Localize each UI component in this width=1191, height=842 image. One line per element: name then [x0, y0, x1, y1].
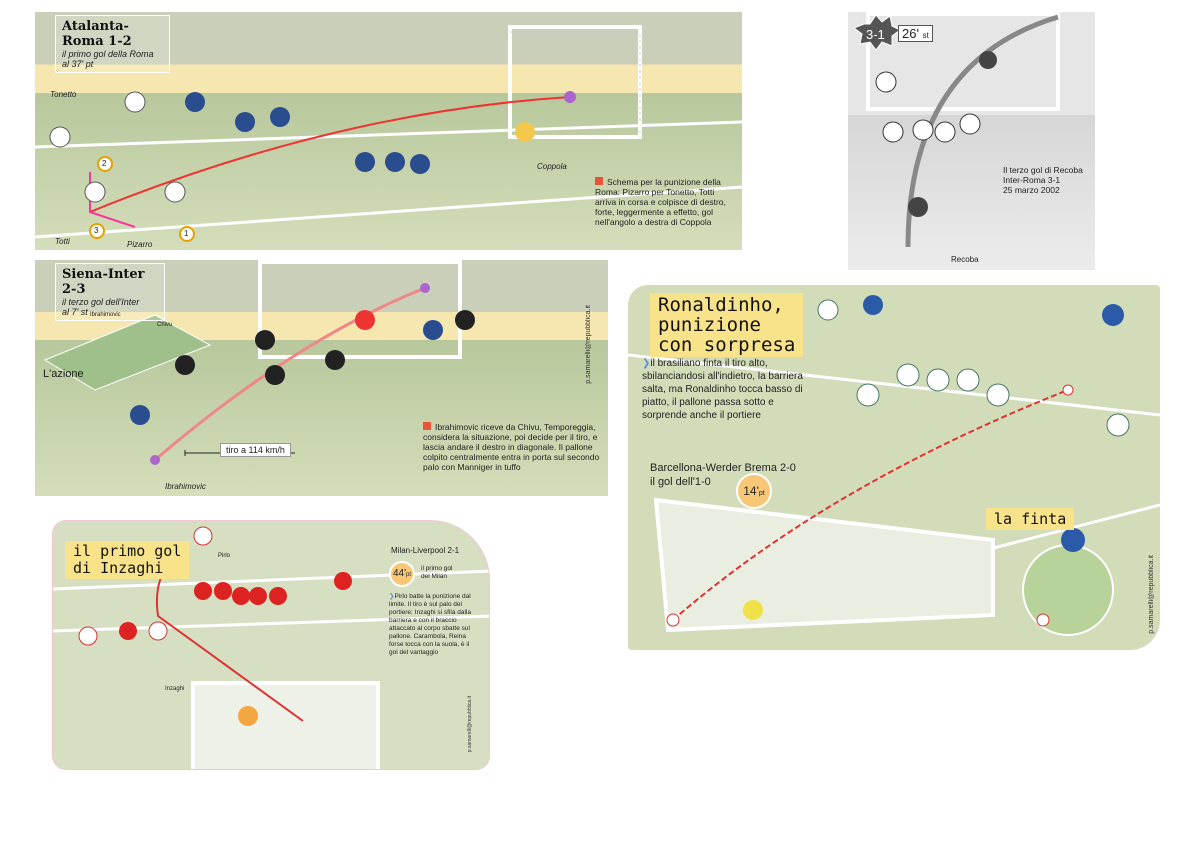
caption: ❯Pirlo batte la punizione dal limite. Il… — [389, 593, 479, 657]
subtitle: il primo gol della Roma — [62, 49, 154, 59]
credit: p.samarelli@repubblica.it — [467, 696, 473, 753]
finta-label: la finta — [986, 508, 1075, 530]
period: pt — [758, 490, 765, 497]
map-label-ibrahimovic: Ibrahimovic — [90, 312, 121, 318]
siena-illustration — [43, 260, 475, 465]
credit: p.samarelli@repubblica.it — [1148, 555, 1155, 634]
minute: 14' — [743, 484, 759, 498]
credit: p.samarelli@repubblica.it — [585, 305, 592, 384]
label-pirlo: Pirlo — [218, 553, 231, 559]
siena-inter-panel: Siena-Inter 2-3 il terzo gol dell'Inter … — [35, 260, 608, 496]
caption-text: Schema per la punizione della Roma: Piza… — [595, 177, 726, 227]
period: st — [922, 31, 929, 40]
note-line-2: del Milan — [421, 573, 448, 580]
milan-illustration — [53, 526, 489, 769]
milan-liverpool-panel: il primo gol di Inzaghi Pirlo Inzaghi Mi… — [52, 520, 490, 770]
minute-badge: 14'pt — [736, 473, 772, 509]
title-box: Atalanta-Roma 1-2 il primo gol della Rom… — [55, 15, 170, 73]
goal-desc: il gol dell'1-0 — [650, 476, 711, 488]
ronaldinho-panel: Ronaldinho, punizione con sorpresa ❯il b… — [628, 285, 1160, 650]
step-3: 3 — [94, 226, 99, 235]
title-line-1: il primo gol — [73, 542, 182, 560]
caption-text: il brasiliano finta il tiro alto, sbilan… — [642, 358, 803, 421]
caption: Schema per la punizione della Roma: Piza… — [595, 177, 735, 227]
period: pt — [406, 572, 412, 578]
caption: ❯il brasiliano finta il tiro alto, sbila… — [642, 357, 812, 422]
atalanta-roma-panel: Atalanta-Roma 1-2 il primo gol della Rom… — [35, 12, 742, 250]
note-line-1: il primo gol — [421, 565, 453, 572]
subtitle-time: al 7' st — [62, 307, 88, 317]
minute-badge: 44'pt — [389, 561, 415, 587]
step-2: 2 — [102, 159, 107, 168]
label-pizarro: Pizarro — [127, 240, 153, 249]
minute: 44' — [392, 568, 407, 579]
title-line-3: con sorpresa — [658, 334, 796, 356]
label-coppola: Coppola — [537, 162, 567, 171]
caption-line-1: Il terzo gol di Recoba — [1003, 165, 1083, 175]
caption: Il terzo gol di Recoba Inter-Roma 3-1 25… — [1003, 165, 1083, 195]
caption-line-3: 25 marzo 2002 — [1003, 185, 1060, 195]
label-inzaghi: Inzaghi — [165, 686, 185, 692]
subtitle: il terzo gol dell'Inter — [62, 297, 140, 307]
title: il primo gol di Inzaghi — [65, 541, 190, 579]
speed-label: tiro a 114 km/h — [220, 443, 291, 457]
score-badge: 3-1 — [866, 27, 885, 42]
atalanta-illustration — [35, 25, 742, 242]
title-line-2: punizione — [658, 314, 761, 336]
minute-box: 26' st — [898, 25, 933, 42]
title-line-1: Ronaldinho, — [658, 294, 784, 316]
label-shooter: Ibrahimovic — [165, 482, 206, 491]
match-info: Barcellona-Werder Brema 2-0 il gol dell'… — [650, 461, 796, 489]
bullet-arrow-icon: ❯ — [389, 593, 395, 600]
caption-text: Ibrahimovic riceve da Chivu, Temporeggia… — [423, 422, 600, 472]
label-tonetto: Tonetto — [50, 90, 77, 99]
label-recoba: Recoba — [951, 255, 979, 264]
title-line-2: di Inzaghi — [73, 559, 164, 577]
title: Ronaldinho, punizione con sorpresa — [650, 293, 804, 357]
bullet-square-icon — [595, 177, 603, 185]
title-box: Siena-Inter 2-3 il terzo gol dell'Inter … — [55, 263, 165, 321]
subtitle-time: al 37' pt — [62, 59, 94, 69]
match-name: Barcellona-Werder Brema 2-0 — [650, 462, 796, 474]
recoba-panel: 3-1 26' st Il terzo gol di Recoba Inter-… — [848, 12, 1095, 270]
map-label-chivu: Chivu — [157, 322, 173, 328]
action-label: L'azione — [43, 368, 84, 380]
match-title: Siena-Inter 2-3 — [62, 267, 145, 297]
ronaldinho-illustration — [628, 295, 1160, 636]
match-name: Milan-Liverpool 2-1 — [391, 546, 460, 555]
caption-text: Pirlo batte la punizione dal limite. Il … — [389, 593, 472, 656]
step-1: 1 — [184, 229, 189, 238]
caption: Ibrahimovic riceve da Chivu, Temporeggia… — [423, 422, 603, 472]
minute: 26' — [902, 26, 919, 41]
caption-line-2: Inter-Roma 3-1 — [1003, 175, 1061, 185]
match-title: Atalanta-Roma 1-2 — [62, 19, 132, 49]
bullet-arrow-icon: ❯ — [642, 358, 651, 369]
bullet-square-icon — [423, 422, 431, 430]
label-totti: Totti — [55, 237, 70, 246]
recoba-illustration — [852, 12, 1060, 248]
